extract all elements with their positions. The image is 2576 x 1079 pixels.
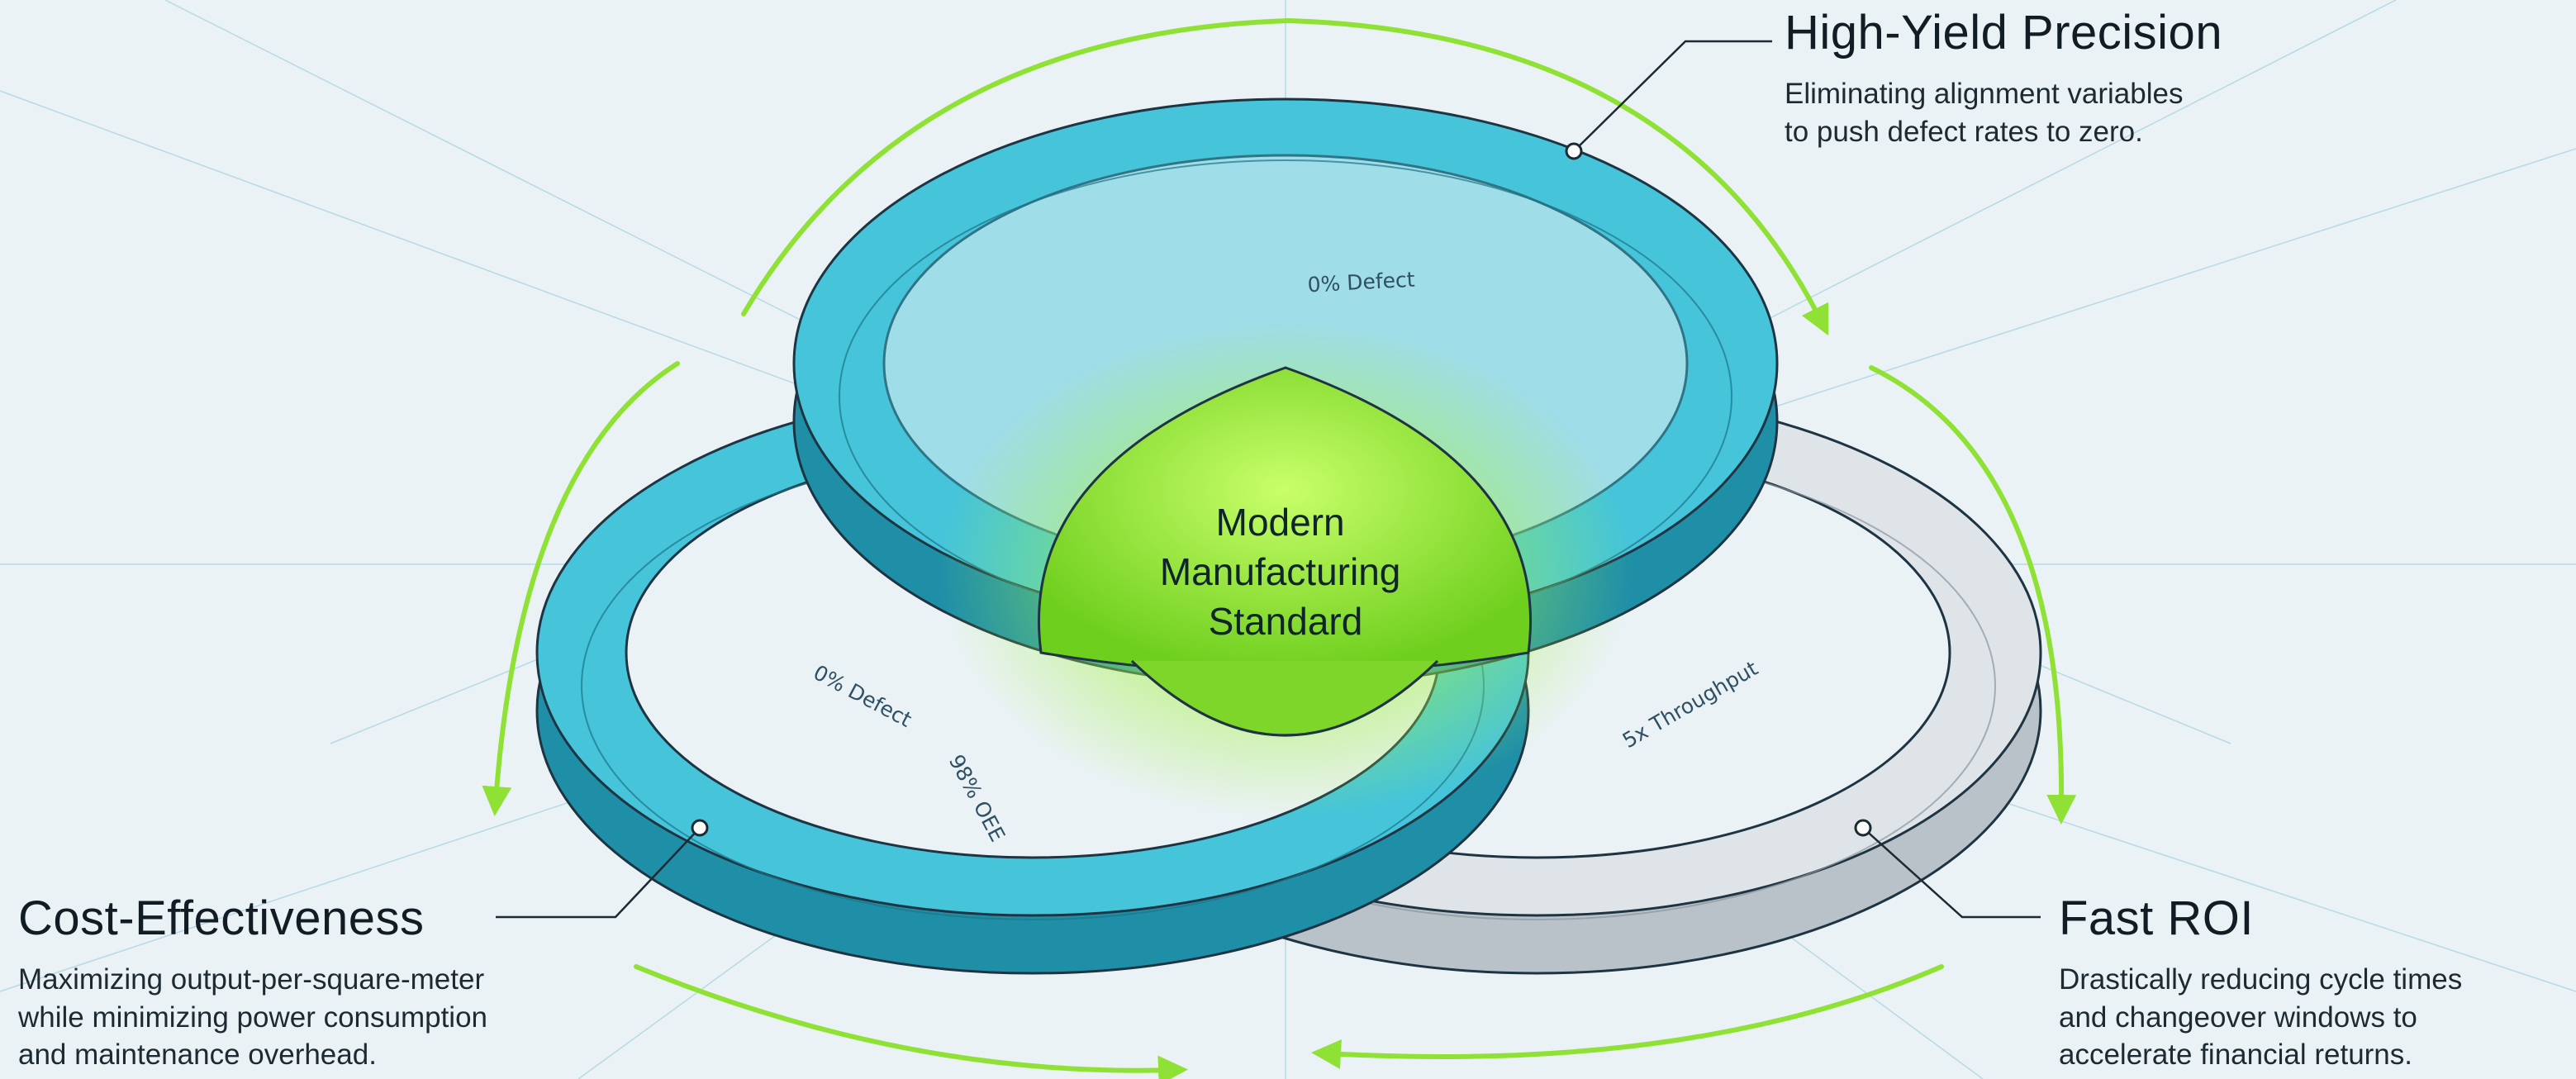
callout-description: Drastically reducing cycle times and cha… <box>2059 961 2571 1074</box>
callout-line: Eliminating alignment variables <box>1785 78 2184 110</box>
callout-title: Fast ROI <box>2059 891 2255 945</box>
callout-line: Drastically reducing cycle times <box>2059 963 2463 996</box>
callout-fast-roi: Fast ROI Drastically reducing cycle time… <box>2059 891 2571 1074</box>
callout-leaders <box>496 40 2041 919</box>
center-label-line1: Modern <box>1216 501 1345 544</box>
svg-text:Modern Manufacturing S: Modern Manufacturing Standard <box>1160 501 1411 643</box>
callout-description: Eliminating alignment variables to push … <box>1785 75 2379 150</box>
connector-dot-icon <box>691 142 1872 837</box>
callout-cost-effectiveness: Cost-Effectiveness Maximizing output-per… <box>18 891 630 1074</box>
callout-title: Cost-Effectiveness <box>18 891 425 945</box>
callout-title: High-Yield Precision <box>1785 6 2223 59</box>
callout-line: and maintenance overhead. <box>18 1039 377 1071</box>
center-label-line3: Standard <box>1209 600 1363 643</box>
callout-line: and changeover windows to <box>2059 1001 2417 1034</box>
metric-defect-top: 0% Defect <box>1307 268 1416 297</box>
callout-line: accelerate financial returns. <box>2059 1039 2412 1071</box>
callout-line: while minimizing power consumption <box>18 1001 488 1034</box>
core-standard <box>939 322 1633 818</box>
callout-high-yield-precision: High-Yield Precision Eliminating alignme… <box>1785 5 2379 150</box>
callout-description: Maximizing output-per-square-meter while… <box>18 961 630 1074</box>
outer-cycle-arrows <box>482 17 2077 1079</box>
callout-line: Maximizing output-per-square-meter <box>18 963 485 996</box>
circular-arrow-icon <box>482 361 680 816</box>
center-label-line2: Manufacturing <box>1160 550 1401 593</box>
callout-line: to push defect rates to zero. <box>1785 115 2143 148</box>
